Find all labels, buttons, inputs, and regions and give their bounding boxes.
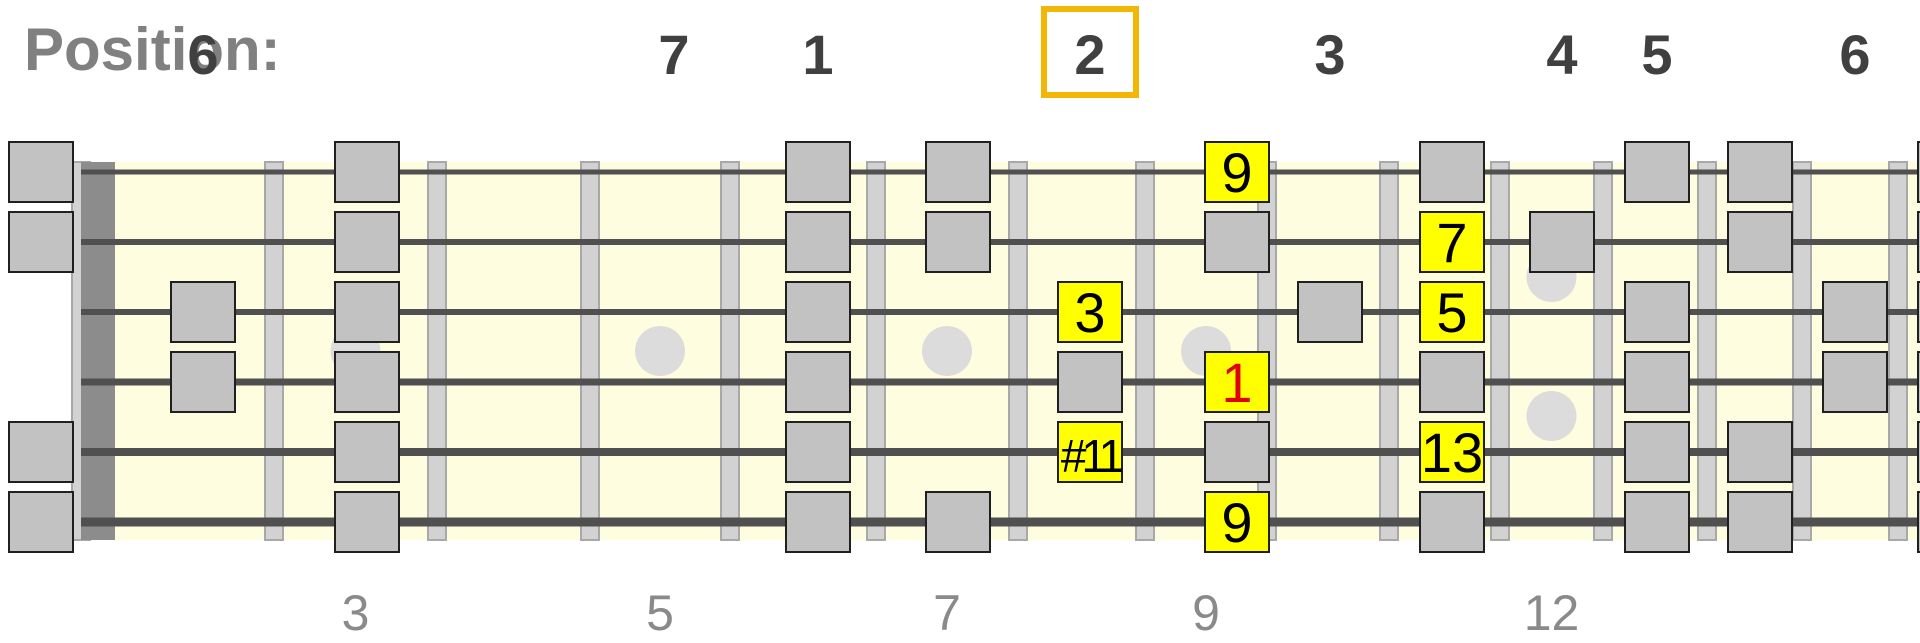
fret-inlay-dot [922,326,972,376]
fret-number: 12 [1523,585,1580,641]
fret-wire [720,161,740,541]
scale-degree-marker [1419,211,1485,273]
fret-wire [1490,161,1510,541]
scale-note-marker [1204,421,1270,483]
fret-number: 3 [341,585,370,641]
scale-note-marker [1917,421,1920,483]
fret-number: 9 [1192,585,1220,641]
scale-note-marker [8,141,74,203]
scale-note-marker [785,421,851,483]
position-number[interactable]: 2 [1074,23,1106,86]
scale-note-marker [1917,211,1920,273]
scale-note-marker [1419,491,1485,553]
scale-note-marker [8,491,74,553]
fret-inlay-dot [635,326,685,376]
scale-note-marker [1917,351,1920,413]
scale-degree-marker [1204,141,1270,203]
scale-note-marker [170,351,236,413]
scale-degree-marker [1419,421,1485,483]
scale-note-marker [1529,211,1595,273]
scale-degree-marker [1204,351,1270,413]
scale-note-marker [785,491,851,553]
scale-note-marker [170,281,236,343]
position-number[interactable]: 6 [187,23,219,86]
scale-note-marker [8,421,74,483]
scale-note-marker [785,141,851,203]
scale-note-marker [334,281,400,343]
fret-inlay-dot [1526,391,1577,441]
scale-note-marker [1624,491,1690,553]
scale-note-marker [1624,351,1690,413]
position-heading: Position: [24,16,281,83]
position-number[interactable]: 6 [1839,23,1871,86]
scale-note-marker [1057,351,1123,413]
scale-degree-marker [1419,281,1485,343]
scale-note-marker [334,421,400,483]
scale-degree-label: 13 [1421,421,1483,484]
fret-wire [1593,161,1613,541]
fret-wire [866,161,886,541]
fret-number: 5 [646,585,674,641]
scale-note-marker [1917,281,1920,343]
fret-wire [1135,161,1155,541]
scale-degree-label: 5 [1436,281,1467,344]
scale-note-marker [785,281,851,343]
scale-note-marker [1917,141,1920,203]
scale-degree-marker [1204,491,1270,553]
scale-degree-label: 3 [1074,281,1105,344]
scale-note-marker [1624,421,1690,483]
scale-note-marker [1727,211,1793,273]
nut [81,162,115,540]
fret-wire [1008,161,1028,541]
scale-note-marker [925,491,991,553]
scale-note-marker [1624,281,1690,343]
scale-note-marker [334,141,400,203]
scale-note-marker [785,351,851,413]
fret-number: 7 [933,585,961,641]
scale-note-marker [1419,141,1485,203]
fret-wire [1792,161,1812,541]
scale-degree-label: 9 [1221,491,1252,554]
position-number[interactable]: 1 [802,23,834,86]
scale-note-marker [8,211,74,273]
fret-wire [1888,161,1908,541]
scale-note-marker [925,141,991,203]
scale-degree-marker [1057,281,1123,343]
scale-note-marker [1822,351,1888,413]
scale-note-marker [334,211,400,273]
scale-note-marker [1297,281,1363,343]
scale-note-marker [1727,491,1793,553]
scale-note-marker [1419,351,1485,413]
position-number[interactable]: 4 [1546,23,1578,86]
position-number[interactable]: 7 [658,23,690,86]
scale-note-marker [785,211,851,273]
selected-position-box [1041,6,1139,98]
scale-note-marker [1822,281,1888,343]
scale-note-marker [1727,421,1793,483]
fret-wire [1379,161,1399,541]
scale-degree-label: #11 [1061,430,1123,482]
scale-note-marker [925,211,991,273]
scale-note-marker [1624,141,1690,203]
position-number[interactable]: 5 [1641,23,1673,86]
scale-note-marker [1727,141,1793,203]
scale-note-marker [1917,491,1920,553]
position-number[interactable]: 3 [1314,23,1346,86]
scale-note-marker [334,351,400,413]
fret-wire [427,161,447,541]
scale-note-marker [1204,211,1270,273]
fret-wire [1697,161,1717,541]
scale-degree-label: 7 [1436,211,1467,274]
fret-wire [580,161,600,541]
scale-degree-label: 9 [1221,141,1252,204]
scale-degree-label: 1 [1221,351,1252,414]
scale-note-marker [334,491,400,553]
fret-wire [264,161,284,541]
scale-degree-marker [1057,421,1123,483]
